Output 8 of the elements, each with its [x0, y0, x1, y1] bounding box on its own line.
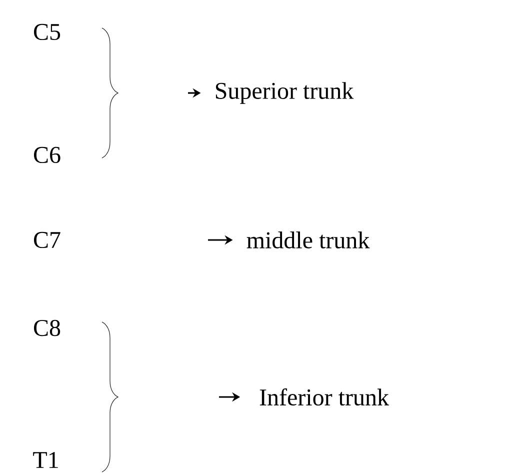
- label-text: C7: [34, 232, 60, 248]
- label-text: C5: [34, 24, 60, 40]
- label-text: C6: [34, 146, 60, 164]
- label-text: Superior trunk: [216, 82, 354, 104]
- label-text: Inferior trunk: [260, 388, 389, 406]
- label-text: T1: [33, 452, 58, 468]
- label-text: middle trunk: [246, 232, 370, 248]
- label-text: C8: [34, 320, 60, 336]
